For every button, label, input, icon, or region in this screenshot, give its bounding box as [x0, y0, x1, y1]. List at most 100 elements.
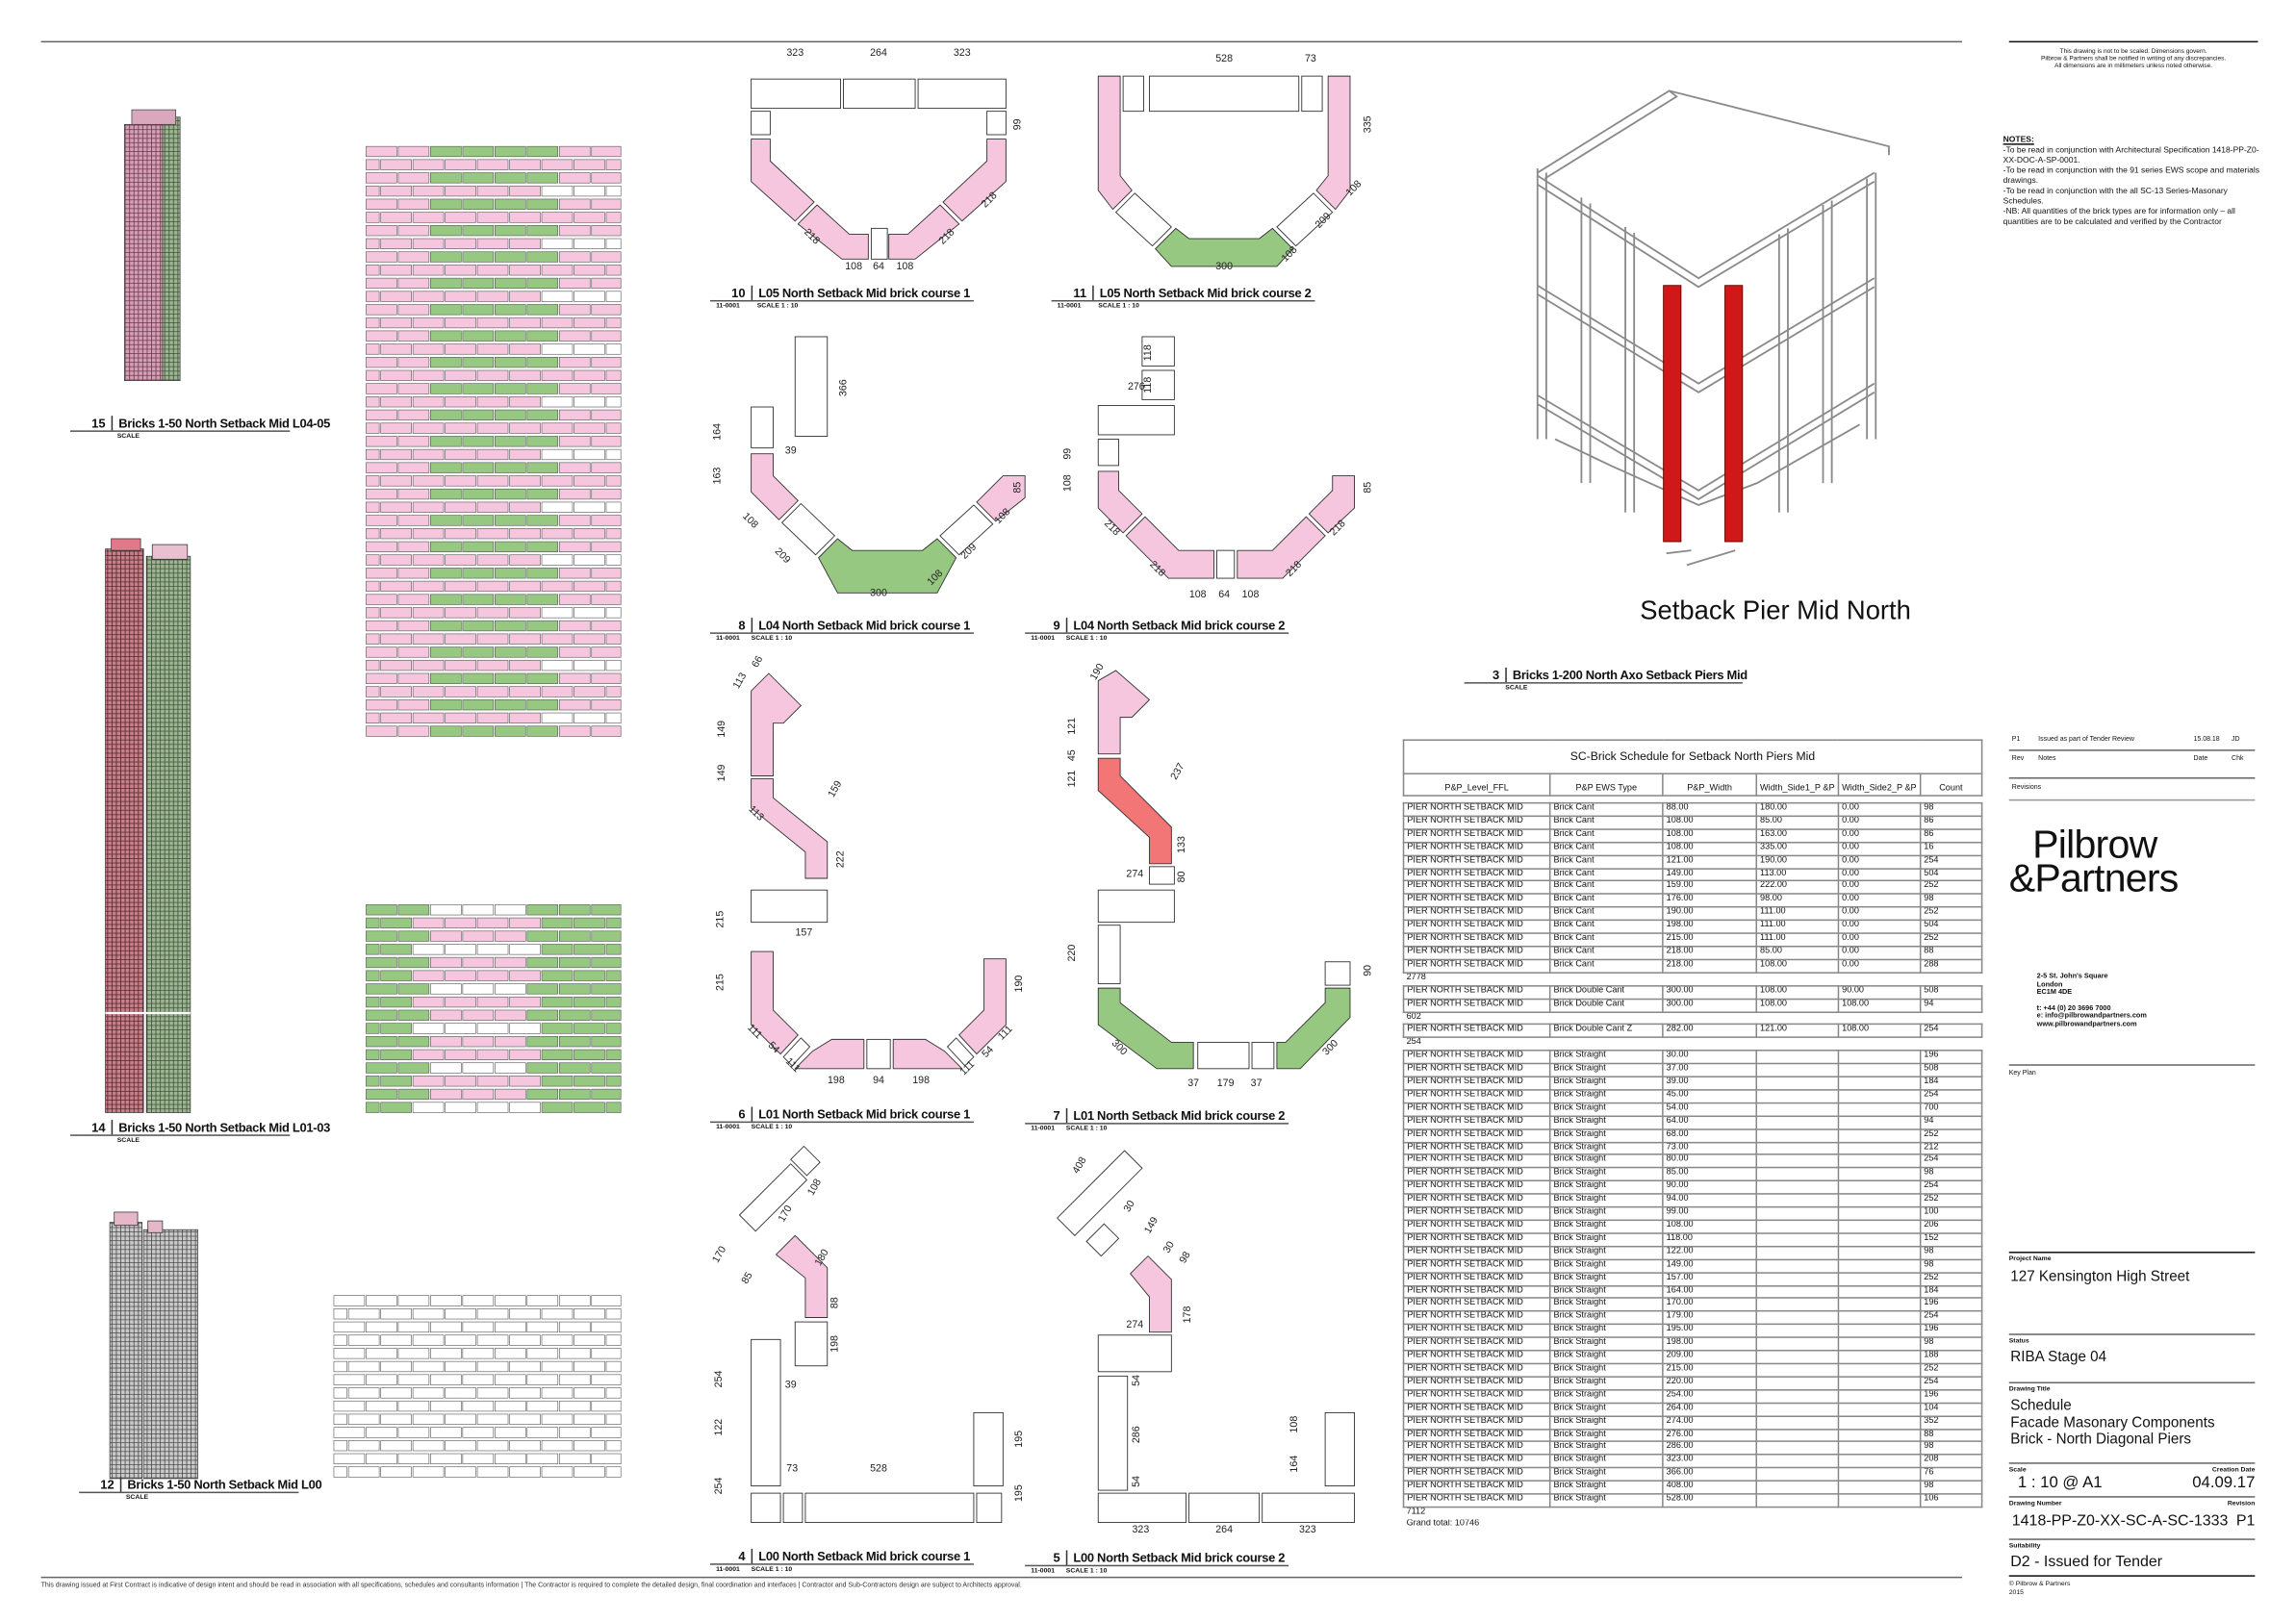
brick [476, 212, 509, 223]
brick [495, 145, 526, 158]
brick [397, 198, 430, 210]
brick [412, 448, 445, 461]
brick [558, 904, 591, 916]
table-cell [1837, 1454, 1922, 1469]
brick [397, 983, 430, 995]
brick [397, 594, 430, 605]
brick [476, 607, 509, 619]
brick [462, 251, 495, 263]
table-cell: PIER NORTH SETBACK MID [1402, 1362, 1551, 1378]
dimension-label: 39 [785, 1380, 797, 1391]
dimension-label: 73 [786, 1462, 798, 1474]
brick [380, 554, 412, 566]
table-cell: Brick Straight [1548, 1493, 1664, 1508]
dimension-label: 220 [1066, 945, 1078, 962]
brick [558, 1088, 591, 1101]
table-cell [1755, 1153, 1840, 1169]
brick [366, 409, 397, 421]
brick [591, 383, 622, 394]
view-title-text: L04 North Setback Mid brick course 1 [758, 618, 971, 633]
brick [509, 970, 541, 981]
brick [591, 277, 622, 290]
footer-border-line [40, 1576, 1963, 1579]
dimension-label: 215 [715, 911, 727, 928]
table-cell: 366.00 [1662, 1467, 1758, 1483]
brick [495, 725, 526, 737]
brick [412, 1334, 445, 1346]
group-subtotal: 254 [1406, 1038, 1421, 1048]
dimension-label: 122 [713, 1419, 725, 1436]
brick [366, 594, 397, 605]
view-scale: SCALE 1 : 10 [1065, 1566, 1108, 1574]
brick [591, 1088, 622, 1101]
brick [574, 554, 605, 566]
brick [430, 356, 462, 368]
group-subtotal: 7112 [1406, 1508, 1426, 1517]
brick [380, 396, 412, 408]
brick [412, 1308, 445, 1320]
brick [366, 686, 380, 697]
brick [476, 528, 509, 540]
brick [397, 515, 430, 526]
brick [366, 488, 397, 500]
brick [476, 554, 509, 566]
table-cell: PIER NORTH SETBACK MID [1402, 1297, 1551, 1312]
revision-row: P1 Issued as part of Tender Review 15.08… [2011, 734, 2240, 743]
brick [605, 396, 622, 408]
brick [605, 238, 622, 249]
table-cell: 111.00 [1755, 919, 1840, 934]
table-cell: PIER NORTH SETBACK MID [1402, 1350, 1551, 1365]
brick [558, 330, 591, 342]
view-title-text: L05 North Setback Mid brick course 1 [758, 285, 971, 300]
brick [476, 1102, 509, 1113]
table-cell: 80.00 [1662, 1153, 1758, 1169]
table-cell [1837, 1206, 1922, 1222]
brick [526, 1374, 559, 1385]
brick [526, 904, 559, 916]
brick [509, 944, 541, 955]
dimension-label: 45 [1066, 749, 1078, 761]
brick [462, 956, 495, 969]
brick [380, 1049, 412, 1061]
brick [333, 1321, 366, 1333]
table-cell: 218.00 [1662, 945, 1758, 961]
brick [412, 1023, 445, 1034]
table-cell [1755, 1141, 1840, 1156]
brick [605, 291, 622, 302]
brick [445, 1049, 476, 1061]
brick [558, 672, 591, 684]
brick [366, 436, 397, 447]
brick [574, 475, 605, 487]
brick [430, 1427, 462, 1438]
brick [574, 1334, 605, 1346]
brick [412, 501, 445, 513]
brick [558, 646, 591, 658]
brick [366, 699, 397, 711]
table-cell: 276.00 [1662, 1428, 1758, 1443]
brick [462, 1427, 495, 1438]
table-cell [1837, 1050, 1922, 1065]
table-cell: 108.00 [1755, 998, 1840, 1013]
table-cell [1837, 1193, 1922, 1208]
brick [366, 1400, 397, 1412]
brick [605, 712, 622, 724]
brick [605, 212, 622, 223]
brick [430, 409, 462, 421]
dimension-label: 121 [1066, 771, 1078, 788]
brick [495, 462, 526, 473]
brick [591, 1321, 622, 1333]
table-cell [1837, 1480, 1922, 1495]
view-scale: SCALE [125, 1493, 149, 1501]
brick [366, 1036, 397, 1048]
brick [333, 1374, 366, 1385]
brick [397, 1088, 430, 1101]
brick [412, 265, 445, 276]
brick [541, 1360, 574, 1373]
brick [558, 436, 591, 447]
table-cell: 209.00 [1662, 1350, 1758, 1365]
brick [476, 580, 509, 593]
